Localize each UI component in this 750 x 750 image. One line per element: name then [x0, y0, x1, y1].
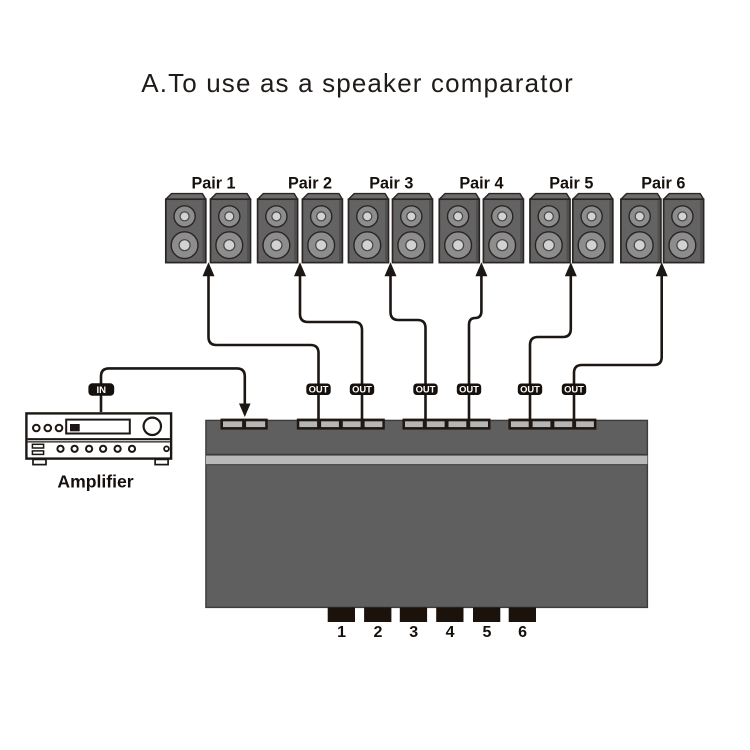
svg-text:Pair 1: Pair 1 — [191, 174, 235, 192]
svg-text:OUT: OUT — [520, 384, 540, 395]
svg-text:4: 4 — [446, 624, 455, 641]
svg-text:6: 6 — [518, 624, 527, 641]
svg-text:1: 1 — [337, 624, 346, 641]
svg-text:Pair 3: Pair 3 — [369, 174, 413, 192]
svg-text:OUT: OUT — [416, 384, 436, 395]
svg-text:OUT: OUT — [352, 384, 372, 395]
svg-text:Amplifier: Amplifier — [57, 472, 133, 492]
svg-text:Pair 6: Pair 6 — [641, 174, 685, 192]
svg-text:Pair 5: Pair 5 — [549, 174, 593, 192]
svg-text:OUT: OUT — [309, 384, 329, 395]
svg-text:A.To use as a speaker comparat: A.To use as a speaker comparator — [141, 68, 574, 98]
svg-text:5: 5 — [482, 624, 491, 641]
svg-text:2: 2 — [374, 624, 383, 641]
svg-text:Pair 2: Pair 2 — [288, 174, 332, 192]
svg-text:IN: IN — [97, 385, 107, 396]
svg-text:3: 3 — [409, 624, 418, 641]
svg-text:Pair 4: Pair 4 — [459, 174, 503, 192]
svg-text:OUT: OUT — [459, 384, 479, 395]
svg-text:OUT: OUT — [564, 384, 584, 395]
